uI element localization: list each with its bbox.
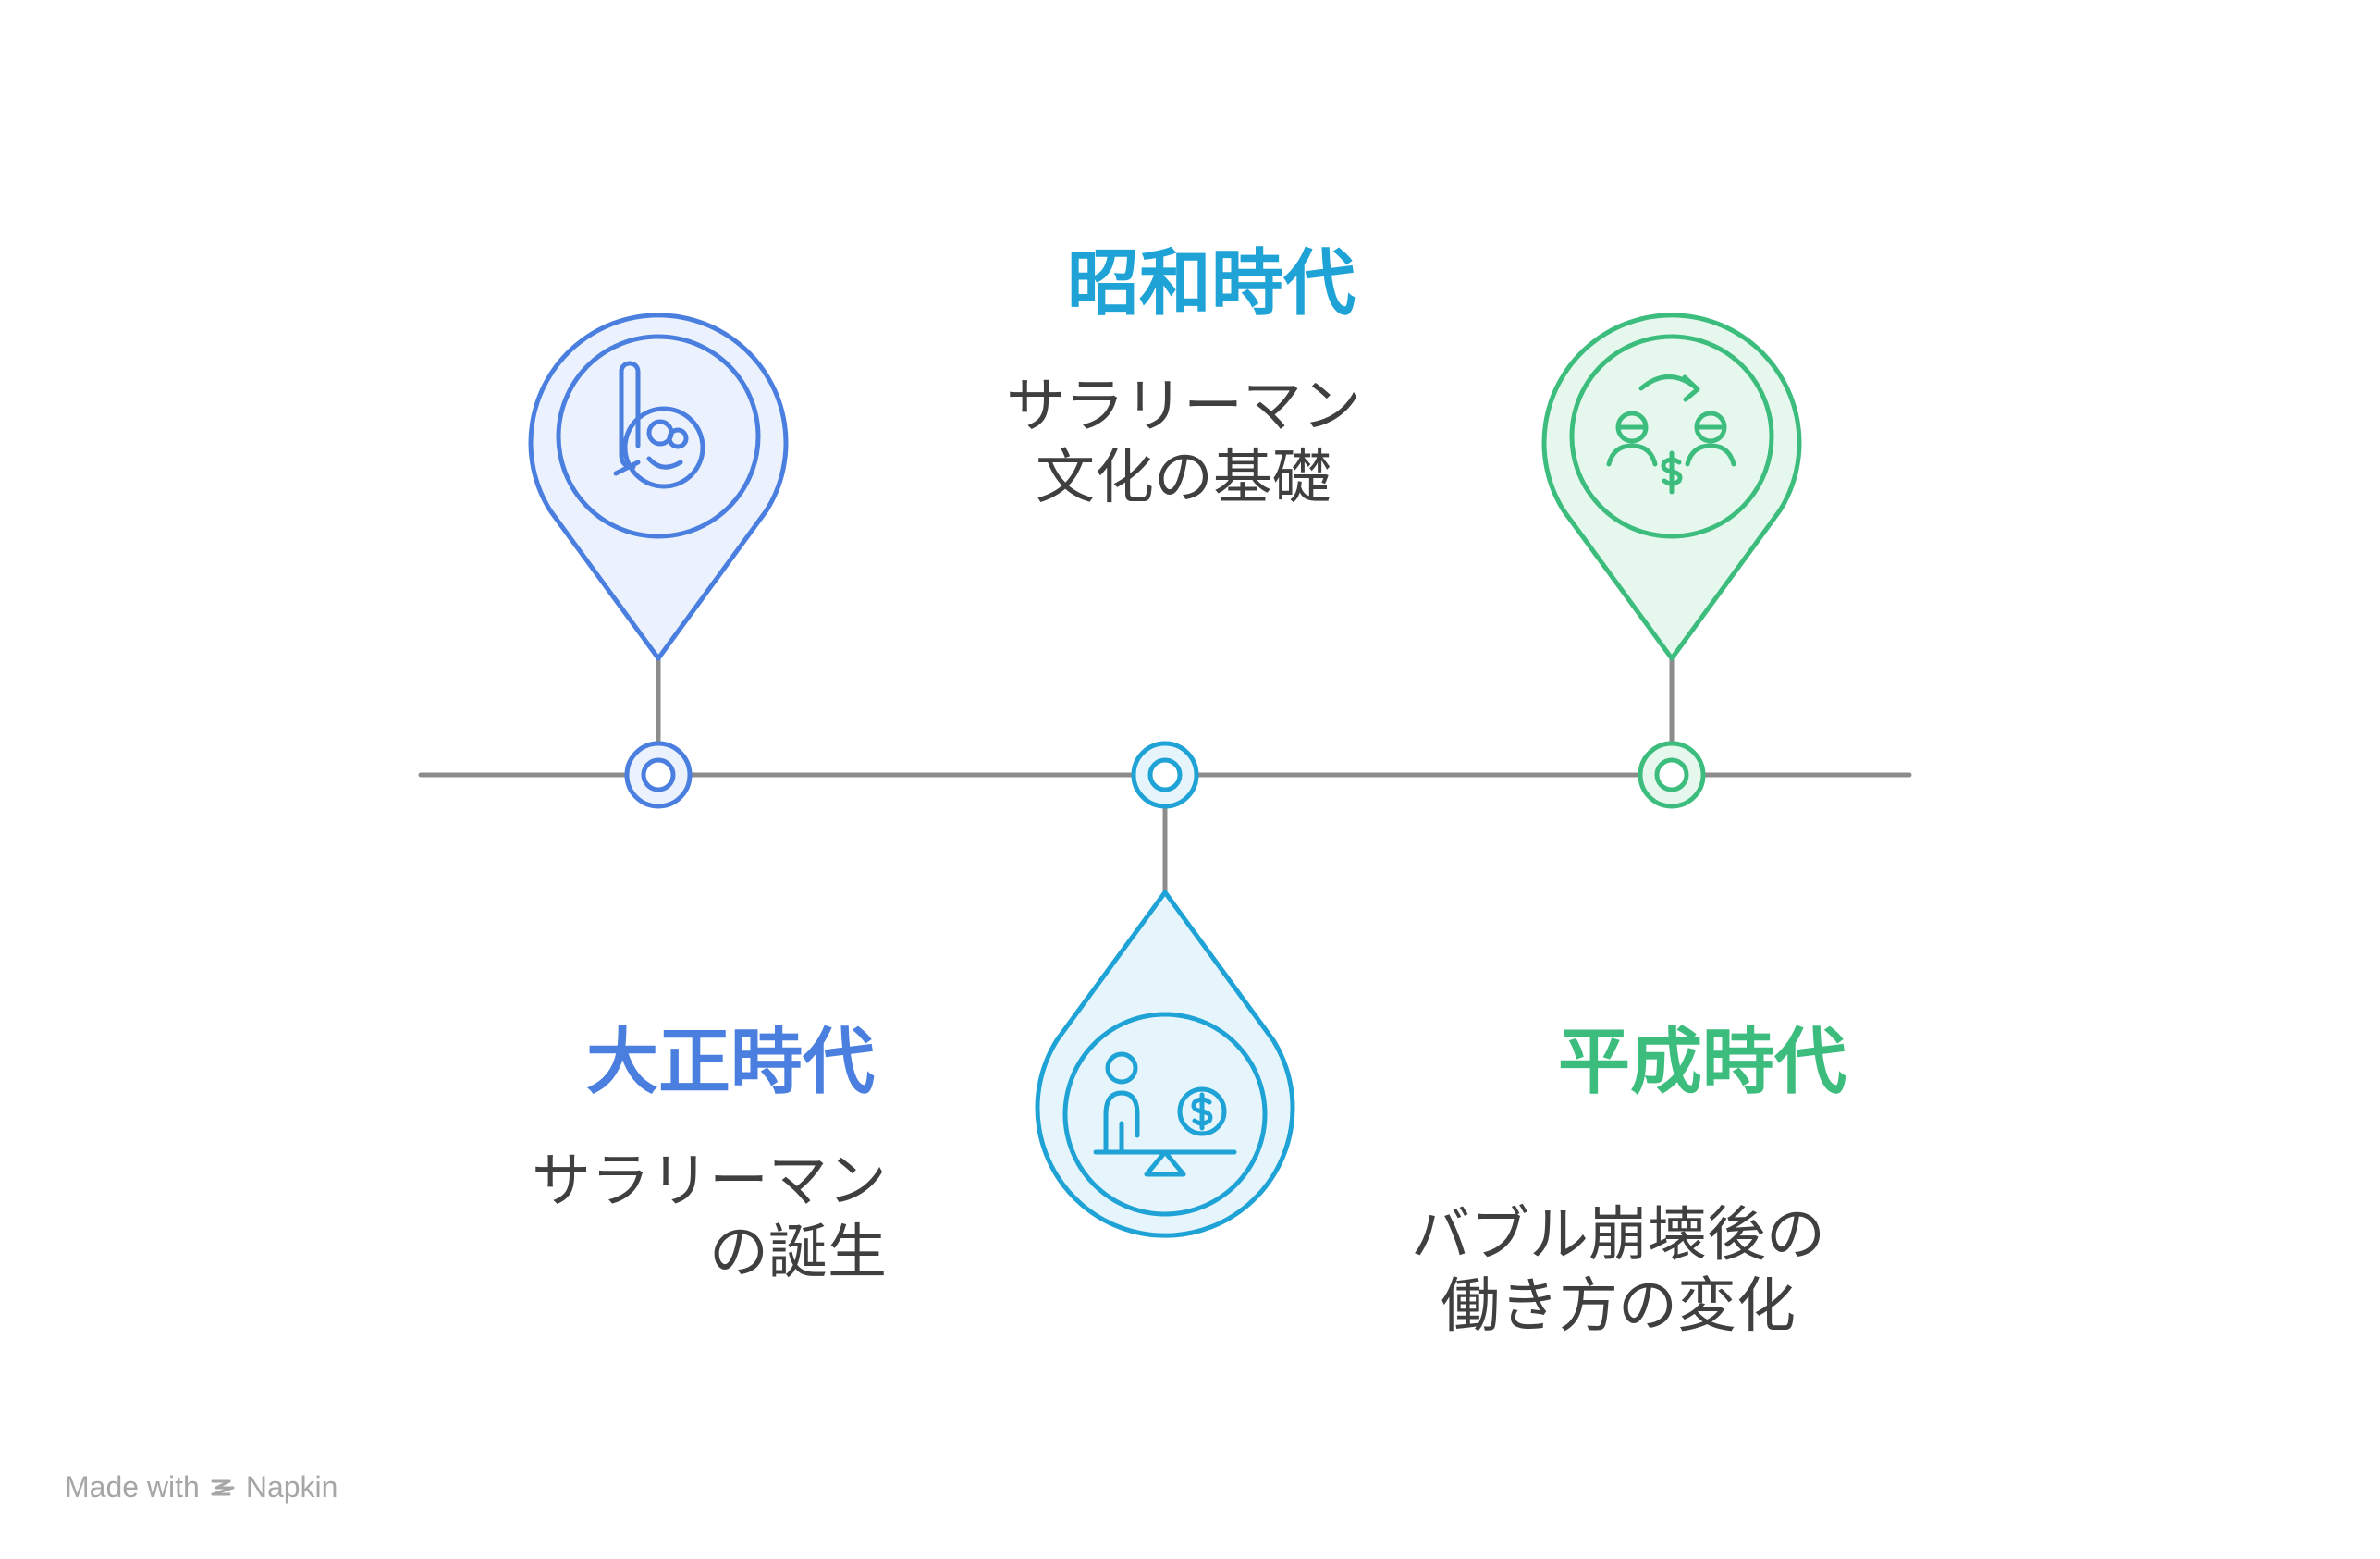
era-title-showa: 昭和時代 bbox=[1066, 242, 1356, 325]
era-desc-heisei-line1: バブル崩壊後の bbox=[1411, 1201, 1825, 1270]
era-desc-showa-line1: サラリーマン bbox=[1006, 373, 1361, 441]
era-title-heisei: 平成時代 bbox=[1558, 1021, 1847, 1104]
era-title-taisho: 大正時代 bbox=[585, 1021, 875, 1104]
marker-showa bbox=[1035, 741, 1295, 1238]
era-desc-heisei-line2: 働き方の変化 bbox=[1441, 1271, 1796, 1341]
era-desc-showa-line2: 文化の基礎 bbox=[1036, 443, 1331, 512]
napkin-watermark: Made with Napkin bbox=[65, 1470, 337, 1504]
people-money-exchange-icon bbox=[1606, 374, 1736, 495]
era-desc-taisho-line1: サラリーマン bbox=[532, 1148, 887, 1216]
balance-scale-money-icon bbox=[1093, 1051, 1237, 1177]
napkin-logo-icon bbox=[211, 1479, 235, 1495]
napkin-brand-text: Napkin bbox=[245, 1470, 338, 1504]
marker-taisho bbox=[528, 313, 789, 809]
era-desc-showa: サラリーマン 文化の基礎 bbox=[952, 372, 1415, 514]
era-desc-taisho: サラリーマン の誕生 bbox=[532, 1147, 887, 1289]
baby-icon bbox=[613, 361, 705, 489]
made-with-text: Made with bbox=[65, 1470, 200, 1504]
marker-heisei bbox=[1541, 313, 1802, 809]
pin-showa bbox=[1035, 890, 1295, 1238]
era-desc-taisho-line2: の誕生 bbox=[709, 1218, 887, 1287]
era-desc-heisei: バブル崩壊後の 働き方の変化 bbox=[1359, 1200, 1877, 1343]
